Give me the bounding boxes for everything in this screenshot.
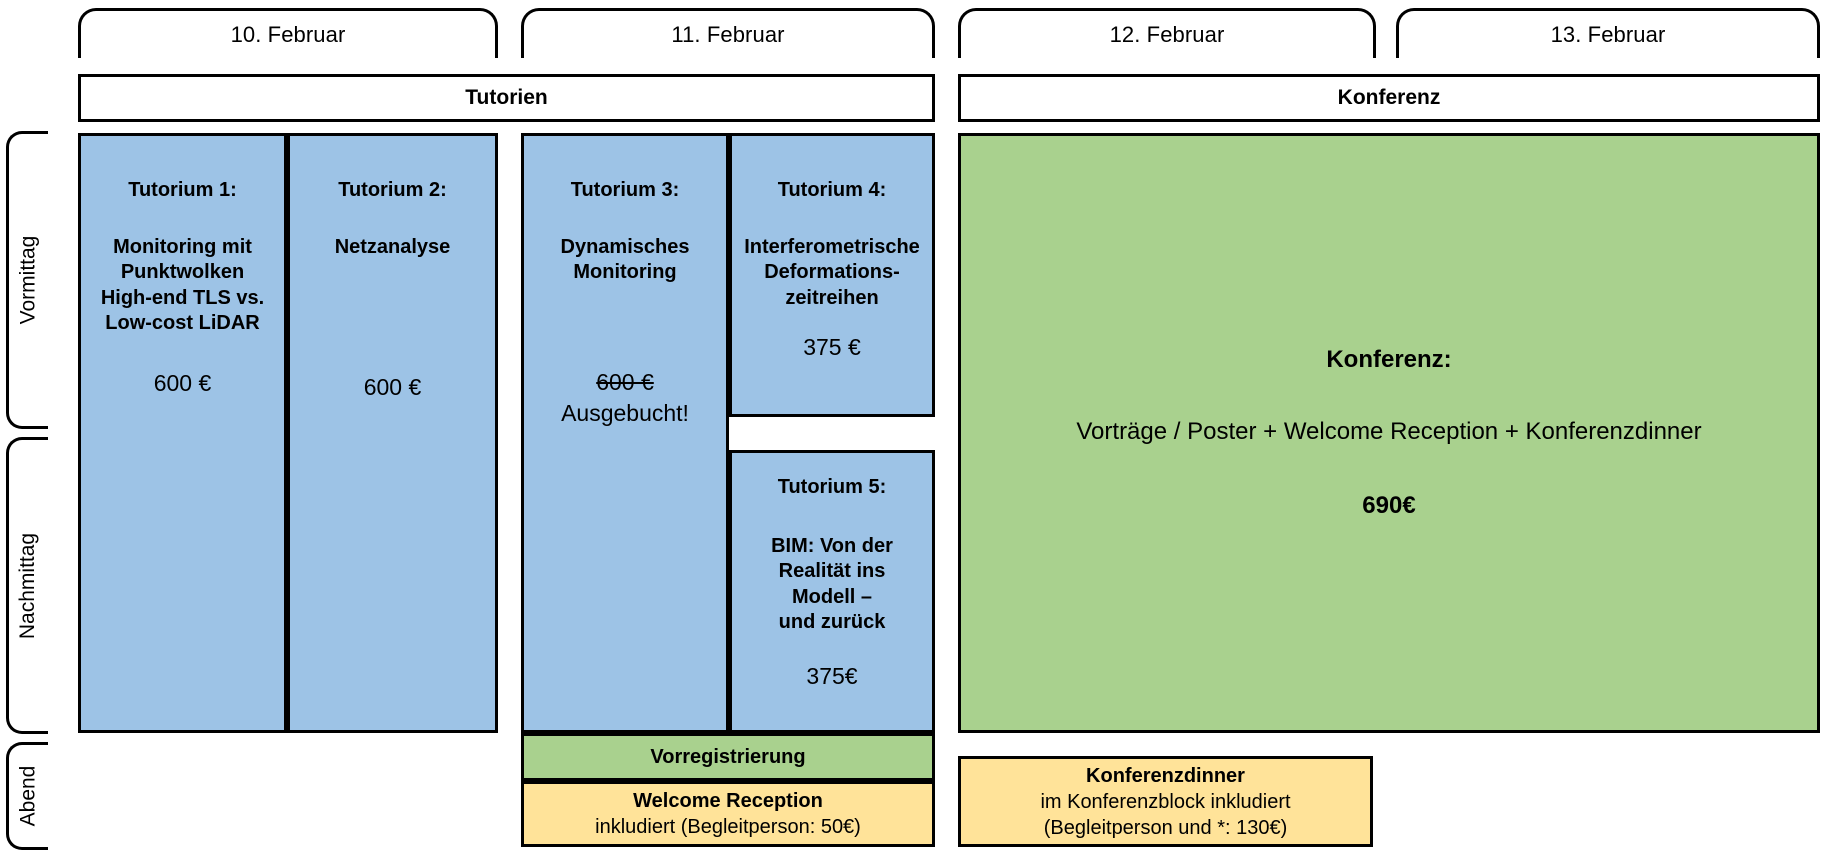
time-bracket-label: Vormittag: [16, 235, 40, 325]
tutorial-description: BIM: Von der Realität ins Modell – und z…: [771, 535, 893, 634]
time-bracket-label: Nachmittag: [16, 532, 40, 639]
time-bracket-label-wrap: Vormittag: [9, 134, 48, 426]
day-tab-4: 13. Februar: [1396, 8, 1820, 58]
time-bracket-label-wrap: Nachmittag: [9, 440, 48, 731]
tutorial-price: 375€: [806, 662, 858, 689]
time-bracket-label-wrap: Abend: [9, 745, 48, 847]
time-bracket-vormittag: Vormittag: [6, 131, 48, 429]
tutorial-title: Tutorium 5:: [777, 476, 887, 498]
day-tab-label: 13. Februar: [1550, 21, 1666, 47]
tutorial-title: Tutorium 4:: [777, 179, 887, 201]
event-block-konferenzdinner[interactable]: Konferenzdinner im Konferenzblock inklud…: [958, 756, 1373, 847]
event-block-vorregistrierung[interactable]: Vorregistrierung: [521, 733, 935, 781]
tutorial-price: 375 €: [803, 334, 861, 361]
day-tab-1: 10. Februar: [78, 8, 498, 58]
category-bar-label: Tutorien: [465, 86, 548, 109]
tutorial-block-4[interactable]: Tutorium 4: Interferometrische Deformati…: [729, 133, 935, 417]
tutorial-title: Tutorium 2:: [338, 179, 447, 201]
time-bracket-abend: Abend: [6, 742, 48, 850]
day-tab-3: 12. Februar: [958, 8, 1376, 58]
tutorial-title: Tutorium 1:: [128, 179, 237, 201]
event-title: Welcome Reception: [633, 790, 823, 812]
tutorial-description: Monitoring mit Punktwolken High-end TLS …: [100, 236, 265, 335]
tutorial-block-5[interactable]: Tutorium 5: BIM: Von der Realität ins Mo…: [729, 450, 935, 733]
conference-title: Konferenz:: [1326, 346, 1452, 373]
tutorial-price: 600 €: [153, 369, 212, 396]
tutorial-status: Ausgebucht!: [561, 399, 689, 426]
tutorial-description: Netzanalyse: [334, 236, 451, 258]
category-bar-label: Konferenz: [1337, 86, 1441, 109]
tutorial-description: Interferometrische Deformations- zeitrei…: [744, 236, 920, 309]
day-tab-label: 11. Februar: [671, 21, 785, 47]
category-bar-tutorien: Tutorien: [78, 74, 935, 122]
day-tab-label: 12. Februar: [1109, 21, 1225, 47]
tutorial-price: 600 €: [363, 374, 422, 401]
event-title: Vorregistrierung: [650, 746, 806, 768]
event-subtitle: inkludiert (Begleitperson: 50€): [595, 816, 861, 838]
time-bracket-label: Abend: [16, 765, 40, 827]
conference-subtitle: Vorträge / Poster + Welcome Reception + …: [1076, 418, 1702, 445]
event-title: Konferenzdinner: [1086, 764, 1245, 787]
day-tab-label: 10. Februar: [230, 21, 346, 47]
conference-block[interactable]: Konferenz: Vorträge / Poster + Welcome R…: [958, 133, 1820, 733]
tutorial-description: Dynamisches Monitoring: [560, 236, 690, 284]
tutorial-block-1[interactable]: Tutorium 1: Monitoring mit Punktwolken H…: [78, 133, 287, 733]
time-bracket-nachmittag: Nachmittag: [6, 437, 48, 734]
tutorial-title: Tutorium 3:: [570, 179, 680, 201]
event-block-welcome-reception[interactable]: Welcome Reception inkludiert (Begleitper…: [521, 781, 935, 847]
conference-price: 690€: [1362, 492, 1416, 519]
day-tab-2: 11. Februar: [521, 8, 935, 58]
tutorial-block-3[interactable]: Tutorium 3: Dynamisches Monitoring 600 €…: [521, 133, 729, 733]
category-bar-konferenz: Konferenz: [958, 74, 1820, 122]
event-subtitle: im Konferenzblock inkludiert: [1040, 790, 1291, 813]
event-subtitle-2: (Begleitperson und *: 130€): [1043, 816, 1288, 839]
tutorial-price-struck: 600 €: [596, 368, 654, 395]
tutorial-block-2[interactable]: Tutorium 2: Netzanalyse 600 €: [287, 133, 498, 733]
